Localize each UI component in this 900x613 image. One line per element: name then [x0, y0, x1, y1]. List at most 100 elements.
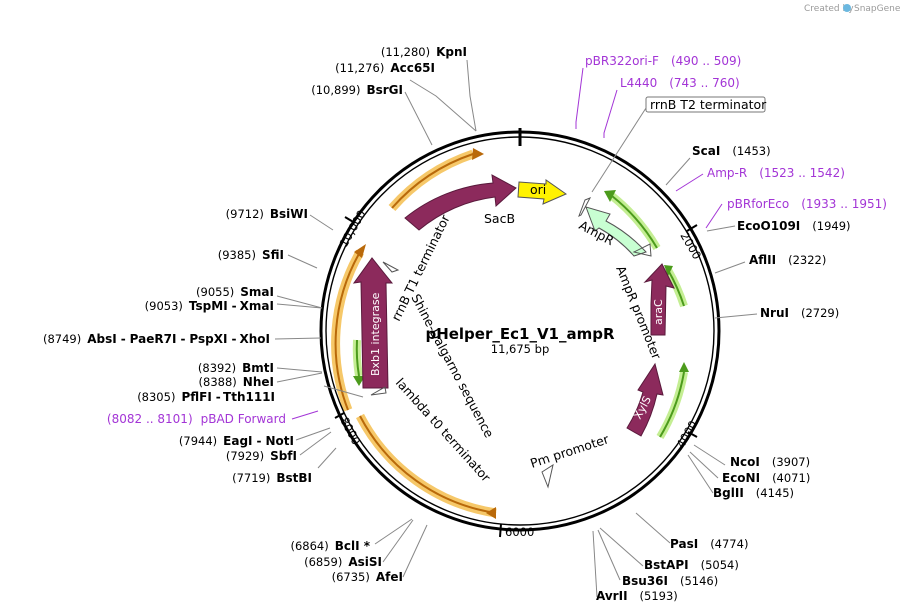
shine-dalgarno-label: Shine-Dalgarno sequence: [408, 291, 497, 440]
rrnb-t2-callout-line: [591, 107, 647, 193]
ampr-promoter-marker: [632, 243, 652, 257]
primer-leader-lines: [291, 67, 723, 420]
bxb1-promoter-arc: [355, 339, 360, 377]
kpni-leader: [466, 59, 477, 132]
rrnb-t1-terminator-arc: [391, 153, 474, 209]
acc65i-leader: [409, 79, 477, 132]
enzyme-ncoi[interactable]: NcoI(3907): [730, 455, 810, 469]
terminator-arrowheads: [354, 148, 496, 519]
enzyme-avrii[interactable]: AvrII(5193): [596, 589, 678, 603]
enzyme-afei[interactable]: (6735)AfeI: [332, 570, 403, 584]
shine-dalgarno-marker: [382, 261, 400, 273]
enzyme-bsiwi[interactable]: (9712)BsiWI: [226, 207, 308, 221]
enzyme-scai[interactable]: ScaI(1453): [692, 144, 771, 158]
ncoi-leader: [693, 444, 726, 466]
tick-label-4000: 4000: [673, 418, 700, 450]
credit-prefix: Created by: [804, 4, 854, 14]
tick-label-6000: 6000: [505, 525, 534, 539]
enzyme-acc65i[interactable]: (11,276)Acc65I: [335, 61, 435, 75]
bstapi-leader: [599, 527, 644, 567]
primer-pbad-forward[interactable]: (8082 .. 8101)pBAD Forward: [107, 412, 286, 426]
enzyme-tspmi[interactable]: (9053)TspMI-XmaI: [145, 299, 274, 313]
arac-promoter-arrowhead: [664, 265, 673, 276]
l4440-leader: [603, 89, 618, 138]
tick-8000: [334, 412, 345, 419]
ampr-feature[interactable]: [585, 206, 647, 257]
enzyme-bstapi[interactable]: BstAPI(5054): [644, 558, 739, 572]
bglii-leader: [687, 454, 714, 494]
bcli-leader: [374, 518, 413, 545]
arac-label: araC: [652, 299, 665, 325]
enzyme-bsrgi[interactable]: (10,899)BsrGI: [311, 83, 403, 97]
enzyme-pflfi[interactable]: (8305)PflFI-Tth111I: [137, 390, 275, 404]
enzyme-econi[interactable]: EcoNI(4071): [722, 471, 810, 485]
tick-2000: [686, 224, 698, 232]
enzyme-absi[interactable]: (8749)AbsI-PaeR7I-PspXI-XhoI: [43, 332, 270, 346]
bxb1-promoter-arrowhead: [353, 376, 365, 386]
enzyme-bmti[interactable]: (8392)BmtI: [198, 361, 274, 375]
enzyme-nhei[interactable]: (8388)NheI: [199, 375, 274, 389]
xyls-promoter-arc: [659, 371, 685, 438]
sacb-feature[interactable]: [404, 174, 517, 231]
enzyme-bcli[interactable]: (6864)BclI *: [290, 539, 370, 553]
arac-feature[interactable]: [643, 263, 675, 336]
nrui-leader: [714, 313, 758, 319]
enzyme-eagi[interactable]: (7944)EagI-NotI: [179, 434, 294, 448]
rrnb-t1-arrowhead: [472, 148, 484, 160]
enzyme-sbfi[interactable]: (7929)SbfI: [226, 449, 297, 463]
pm-promoter-marker: [541, 463, 554, 489]
enzyme-smai[interactable]: (9055)SmaI: [196, 285, 274, 299]
enzyme-sfii[interactable]: (9385)SfiI: [218, 248, 284, 262]
enzyme-labels-right: ScaI(1453) EcoO109I(1949) AflII(2322) Nr…: [596, 144, 851, 603]
primer-l4440[interactable]: L4440(743 .. 760): [620, 76, 740, 90]
rrnb-t2-terminator-marker: [578, 197, 592, 218]
ori-label: ori: [530, 182, 546, 197]
bmti-leader: [276, 367, 323, 373]
sacb-label: SacB: [484, 211, 515, 226]
enzyme-bsu36i[interactable]: Bsu36I(5146): [622, 574, 718, 588]
enzyme-asisi[interactable]: (6859)AsiSI: [304, 555, 382, 569]
tick-4000: [687, 431, 698, 438]
ampr-primer-leader: [675, 173, 704, 192]
tick-label-10000: 10,000: [336, 208, 368, 250]
enzyme-nrui[interactable]: NruI(2729): [760, 306, 839, 320]
xyls-promoter-halo: [656, 371, 688, 440]
enzyme-pasi[interactable]: PasI(4774): [670, 537, 748, 551]
enzyme-kpni[interactable]: (11,280)KpnI: [381, 45, 467, 59]
enzyme-bglii[interactable]: BglII(4145): [713, 486, 794, 500]
ori-feature[interactable]: [517, 179, 568, 205]
primer-pbrforeco[interactable]: pBRforEco(1933 .. 1951): [727, 197, 887, 211]
sfii-leader: [287, 254, 318, 269]
pm-terminator-arrowhead: [354, 244, 366, 258]
primer-labels: pBR322ori-F(490 .. 509) L4440(743 .. 760…: [107, 54, 887, 426]
econi-leader: [689, 451, 719, 479]
pbrforeco-leader: [705, 203, 723, 229]
enzyme-aflii[interactable]: AflII(2322): [749, 253, 826, 267]
xyls-feature[interactable]: [626, 362, 664, 437]
snapgene-credit: Created by SnapGene: [804, 4, 900, 14]
primer-amp-r[interactable]: Amp-R(1523 .. 1542): [707, 166, 845, 180]
pbr322ori-leader: [575, 67, 584, 129]
primer-pbr322ori-f[interactable]: pBR322ori-F(490 .. 509): [585, 54, 741, 68]
pm-promoter-label: Pm promoter: [528, 431, 611, 471]
snapgene-logo-icon: [843, 4, 851, 12]
enzyme-bstbi[interactable]: (7719)BstBI: [232, 471, 312, 485]
enzyme-ecoo109i[interactable]: EcoO109I(1949): [737, 219, 851, 233]
tick-6000: [499, 523, 502, 538]
absi-leader: [274, 337, 322, 340]
plasmid-title: pHelper_Ec1_V1_ampR: [425, 325, 615, 343]
nhei-leader: [276, 372, 323, 383]
aflii-leader: [714, 261, 746, 274]
lambda-t0-terminator-arc: [359, 415, 497, 514]
afei-leader: [402, 524, 428, 578]
tspmi-leader: [276, 303, 323, 309]
pasi-leader: [635, 512, 671, 544]
bxb1-label: Bxb1 integrase: [369, 292, 382, 376]
bstbi-leader: [317, 447, 337, 469]
bxb1-integrase-feature[interactable]: [352, 257, 394, 389]
sbfi-leader: [299, 431, 332, 456]
pbad-leader: [291, 410, 319, 420]
lambda-t0-arrowhead: [486, 507, 496, 519]
enzyme-labels-left: (11,280)KpnI (11,276)Acc65I (10,899)BsrG…: [43, 45, 467, 584]
